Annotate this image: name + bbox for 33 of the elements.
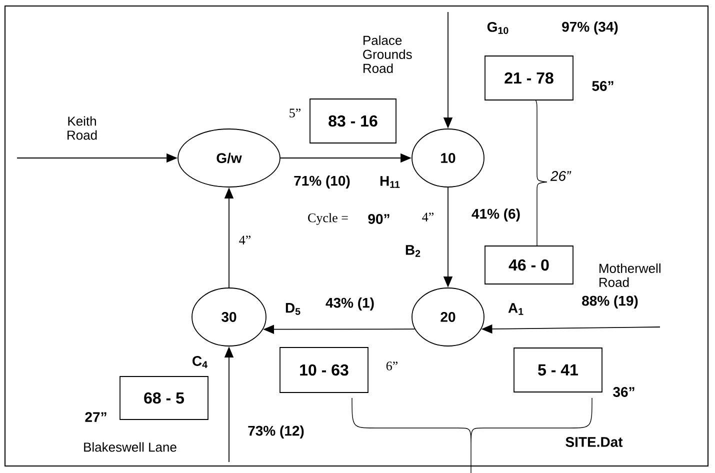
duration-label: 27” — [85, 412, 106, 422]
percentage-label: 97% (34) — [562, 21, 618, 35]
cycle-label: Cycle = — [308, 213, 348, 225]
edge-label: 71% (10) — [292, 174, 352, 190]
timing-box: 46 - 0 — [484, 246, 574, 284]
duration-label: 36” — [613, 387, 634, 397]
signal-label: B$_{2}$ — [406, 245, 420, 257]
offset-label: 26” — [550, 171, 572, 181]
duration-label: 6” — [386, 362, 398, 370]
road-name: Palace Grounds Road — [363, 35, 412, 73]
signal-label: A$_{1}$ — [508, 303, 524, 315]
signal-label: H$_{11}$ — [380, 176, 400, 188]
offset-label: 4” — [239, 236, 251, 244]
road-name: Blakeswell Lane — [84, 442, 176, 452]
road-name: Motherwell Road — [600, 263, 660, 287]
percentage-label: 41% (6) — [472, 208, 520, 222]
timing-box: 68 - 5 — [120, 376, 208, 420]
signal-label: C$_{4}$ — [192, 356, 208, 368]
site-label: SITE.Dat — [566, 437, 623, 447]
duration-label: 56” — [592, 81, 614, 91]
road-name: Keith Road — [68, 116, 97, 140]
edge-label: 43% (1) — [324, 296, 376, 312]
offset-label: 4” — [422, 212, 434, 222]
signal-label: G$_{10}$ — [487, 22, 508, 34]
timing-box: 83 - 16 — [310, 98, 396, 144]
edge-label: 88% (19) — [580, 294, 640, 310]
cycle-value: 90” — [368, 214, 390, 224]
timing-box: 21 - 78 — [484, 56, 574, 100]
timing-box: 5 - 41 — [514, 348, 602, 392]
duration-label: 5” — [290, 108, 301, 118]
edge-label: 73% (12) — [246, 424, 306, 440]
timing-box: 10 - 63 — [280, 347, 368, 393]
signal-label: D$_{5}$ — [286, 303, 300, 315]
